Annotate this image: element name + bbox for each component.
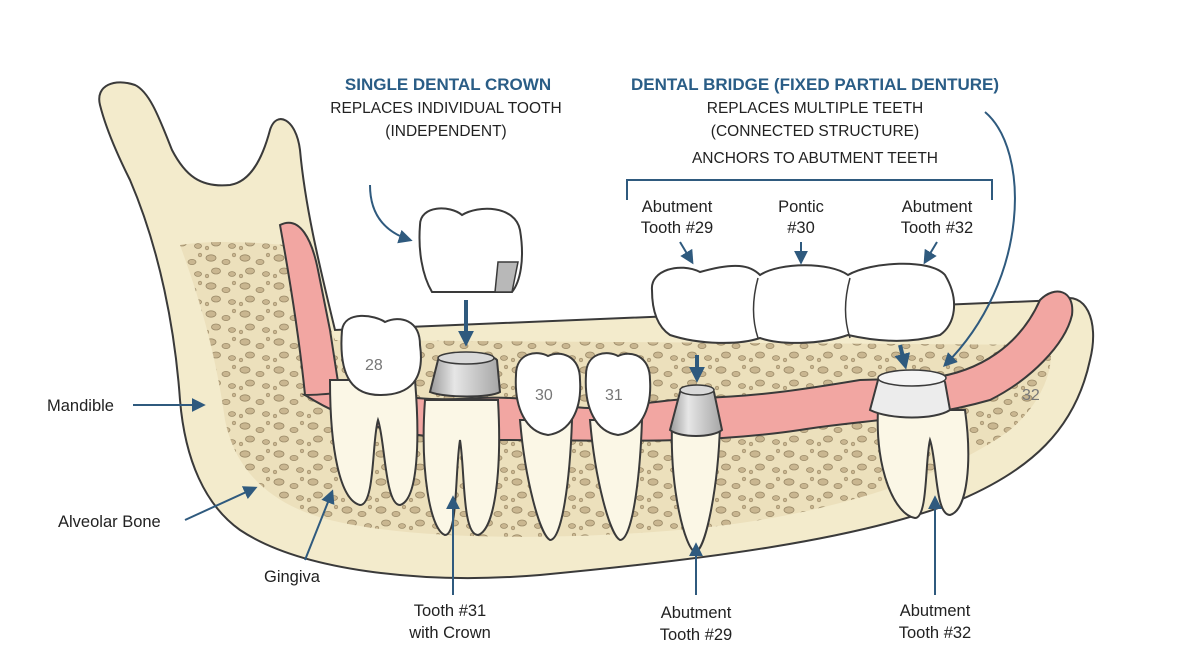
tooth-31-with-crown bbox=[422, 351, 502, 537]
bridge-title-arrow bbox=[943, 111, 1016, 367]
bridge-line-2: (CONNECTED STRUCTURE) bbox=[711, 123, 919, 140]
gingiva-arrow bbox=[304, 489, 335, 561]
abutment-32-top-label-1: Abutment bbox=[902, 198, 973, 216]
tooth-31-label-1: Tooth #31 bbox=[414, 602, 486, 620]
dental-bridge bbox=[650, 262, 956, 344]
bridge-line-1: REPLACES MULTIPLE TEETH bbox=[707, 100, 924, 117]
bridge-title: DENTAL BRIDGE (FIXED PARTIAL DENTURE) bbox=[631, 75, 999, 94]
gingiva-label: Gingiva bbox=[264, 568, 321, 586]
abutment-29-top-label-1: Abutment bbox=[642, 198, 713, 216]
tooth-number-28: 28 bbox=[365, 357, 383, 374]
abutment-29-top-label-2: Tooth #29 bbox=[641, 219, 713, 237]
crown-title: SINGLE DENTAL CROWN bbox=[345, 75, 551, 94]
abutment-32-label-arrow bbox=[923, 241, 938, 265]
arrows bbox=[133, 111, 1016, 595]
abutment-tooth-29 bbox=[668, 384, 724, 554]
tooth-number-30: 30 bbox=[535, 387, 553, 404]
crown-title-arrow bbox=[369, 184, 413, 244]
alveolar-bone-arrow bbox=[184, 486, 258, 521]
alveolar-bone-label: Alveolar Bone bbox=[58, 513, 161, 531]
crown-line-2: (INDEPENDENT) bbox=[385, 123, 506, 140]
crown-line-1: REPLACES INDIVIDUAL TOOTH bbox=[330, 100, 561, 117]
abutment-29-bottom-label-2: Tooth #29 bbox=[660, 626, 732, 644]
abutment-29-bottom-label-1: Abutment bbox=[661, 604, 732, 622]
abutment-32-bottom-label-2: Tooth #32 bbox=[899, 624, 971, 642]
bridge-bracket bbox=[626, 179, 993, 200]
tooth-30: 30 bbox=[514, 352, 582, 542]
pontic-label-2: #30 bbox=[787, 219, 815, 237]
mandible-label: Mandible bbox=[47, 397, 114, 415]
tooth-31-label-2: with Crown bbox=[408, 624, 491, 642]
pontic-label-1: Pontic bbox=[778, 198, 824, 216]
bridge-line-3: ANCHORS TO ABUTMENT TEETH bbox=[692, 150, 938, 167]
tooth-number-32: 32 bbox=[1022, 387, 1040, 404]
tooth-31: 31 bbox=[584, 352, 652, 542]
tooth-28: 28 bbox=[328, 314, 422, 507]
tooth-number-31: 31 bbox=[605, 387, 623, 404]
single-crown bbox=[418, 207, 523, 293]
abutment-32-top-label-2: Tooth #32 bbox=[901, 219, 973, 237]
abutment-tooth-32: 32 bbox=[868, 369, 1040, 520]
abutment-29-label-arrow bbox=[679, 241, 694, 265]
bridge-right-down-arrow bbox=[894, 344, 911, 370]
abutment-32-bottom-label-1: Abutment bbox=[900, 602, 971, 620]
